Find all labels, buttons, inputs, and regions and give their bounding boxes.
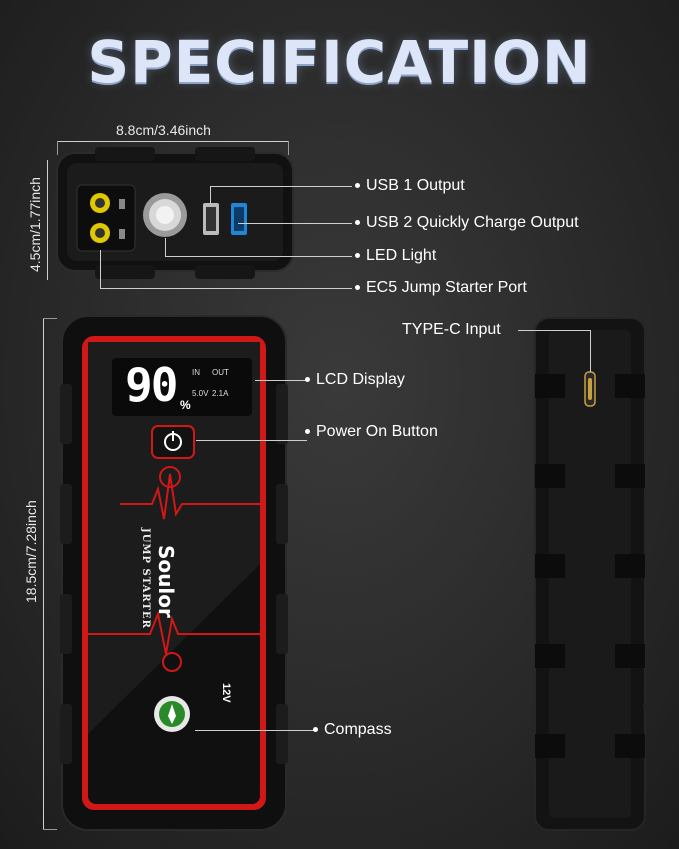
depth-dimension-label: 4.5cm/1.77inch <box>27 177 43 272</box>
length-dimension-line <box>43 318 44 830</box>
lcd-percent-sign: % <box>180 398 191 412</box>
brand-logo-block: Soulor <box>154 545 178 618</box>
depth-dimension-line <box>47 160 48 280</box>
lcd-current: 2.1A <box>212 389 229 398</box>
lcd-callout: LCD Display <box>305 371 405 389</box>
width-dimension-line <box>57 141 289 142</box>
lcd-percent-value: 90 <box>125 358 178 412</box>
power-callout: Power On Button <box>305 423 438 441</box>
product-label-block: JUMP STARTER <box>138 528 156 629</box>
bullet-icon <box>355 253 360 259</box>
lcd-voltage: 5.0V <box>192 389 209 398</box>
page-title: SPECIFICATION <box>87 28 592 96</box>
ec5-callout: EC5 Jump Starter Port <box>355 279 527 297</box>
side-view-device <box>534 317 651 831</box>
typec-callout: TYPE-C Input <box>402 321 501 338</box>
compass-callout: Compass <box>313 721 392 739</box>
lcd-out-label: OUT <box>212 368 229 377</box>
brand-name: Soulor <box>154 545 178 618</box>
bullet-icon <box>355 220 360 226</box>
top-view-device <box>56 147 294 279</box>
usb1-callout: USB 1 Output <box>355 177 465 195</box>
width-dimension-label: 8.8cm/3.46inch <box>116 122 211 138</box>
voltage-label: 12V <box>220 683 232 703</box>
bullet-icon <box>355 183 360 189</box>
led-callout: LED Light <box>355 247 436 265</box>
voltage-label-block: 12V <box>218 683 236 703</box>
bullet-icon <box>305 429 310 435</box>
product-name: JUMP STARTER <box>140 528 151 629</box>
bullet-icon <box>355 285 360 291</box>
length-dimension-label: 18.5cm/7.28inch <box>23 500 39 603</box>
lcd-in-label: IN <box>192 368 200 377</box>
usb2-callout: USB 2 Quickly Charge Output <box>355 214 579 232</box>
bullet-icon <box>305 377 310 383</box>
bullet-icon <box>313 727 318 733</box>
front-view-device <box>60 315 288 831</box>
